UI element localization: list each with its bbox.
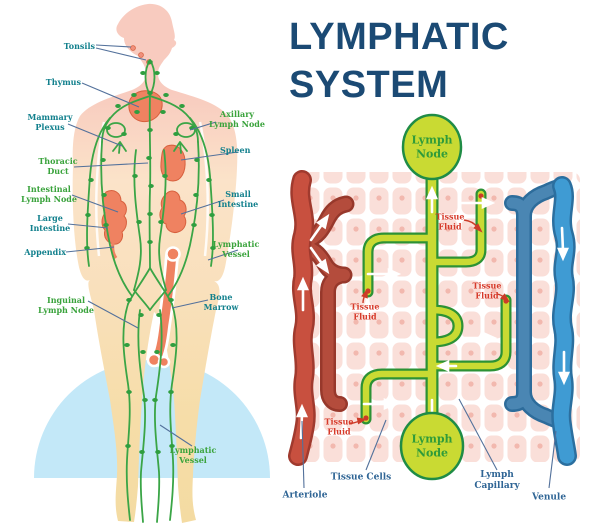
venule-vessel bbox=[551, 176, 577, 466]
tonsil-dot bbox=[130, 45, 136, 51]
label-tonsils: Tonsils bbox=[63, 41, 95, 51]
label-large-intestine: Large Intestine bbox=[29, 213, 71, 233]
lymph-node-top-shape bbox=[401, 113, 463, 181]
label-thymus: Thymus bbox=[45, 77, 81, 87]
arteriole-vessel bbox=[288, 170, 316, 466]
page-title-line2: SYSTEM bbox=[289, 64, 449, 106]
label-tissue-fluid-1: Tissue Fluid bbox=[435, 211, 465, 231]
tissue-fluid-arrows bbox=[348, 219, 510, 425]
spleen-organ bbox=[160, 144, 186, 182]
lymph-node-bottom-shape bbox=[399, 411, 465, 481]
appendix-organ bbox=[111, 242, 118, 259]
label-tissue-fluid-3: Tissue Fluid bbox=[350, 301, 380, 321]
label-inguinal-lymph-node: Inguinal Lymph Node bbox=[38, 295, 94, 315]
label-lymph-capillary: Lymph Capillary bbox=[474, 470, 520, 491]
page-title-line1: LYMPHATIC bbox=[289, 16, 509, 58]
lymph-node-beads bbox=[84, 60, 216, 454]
label-lymph-node-top: Lymph Node bbox=[411, 133, 453, 160]
label-tissue-fluid-2: Tissue Fluid bbox=[472, 280, 502, 300]
diagram-leader-lines bbox=[301, 398, 557, 489]
figure-leader-lines bbox=[65, 44, 239, 447]
label-appendix: Appendix bbox=[24, 247, 66, 257]
small-intestine-organ bbox=[159, 190, 187, 233]
label-lymphatic-vessel-leg: Lymphatic Vessel bbox=[169, 445, 217, 465]
label-arteriole: Arteriole bbox=[282, 490, 328, 501]
label-axillary-lymph-node: Axillary Lymph Node bbox=[209, 109, 265, 129]
label-tissue-fluid-4: Tissue Fluid bbox=[324, 416, 354, 436]
arm-gap-right bbox=[198, 121, 209, 257]
body-silhouette bbox=[72, 3, 238, 523]
lymph-capillary-network bbox=[360, 173, 512, 443]
flow-arrows bbox=[295, 185, 571, 440]
arm-gap-left bbox=[95, 121, 106, 257]
capillary-diagram bbox=[288, 113, 580, 489]
label-lymphatic-vessel-right: Lymphatic Vessel bbox=[212, 239, 260, 259]
label-mammary-plexus: Mammary Plexus bbox=[27, 112, 73, 132]
label-venule: Venule bbox=[531, 492, 567, 503]
label-bone-marrow: Bone Marrow bbox=[203, 292, 239, 312]
label-small-intestine: Small Intestine bbox=[217, 189, 259, 209]
label-lymph-node-bottom: Lymph Node bbox=[411, 432, 453, 459]
label-intestinal-lymph-node: Intestinal Lymph Node bbox=[21, 184, 77, 204]
backdrop-semicircle bbox=[34, 360, 270, 478]
anatomy-figure bbox=[34, 3, 270, 523]
label-spleen: Spleen bbox=[220, 145, 251, 155]
label-tissue-cells: Tissue Cells bbox=[330, 472, 392, 483]
label-thoracic-duct: Thoracic Duct bbox=[38, 156, 78, 176]
organs bbox=[101, 45, 187, 259]
tonsil-dot bbox=[138, 52, 144, 58]
